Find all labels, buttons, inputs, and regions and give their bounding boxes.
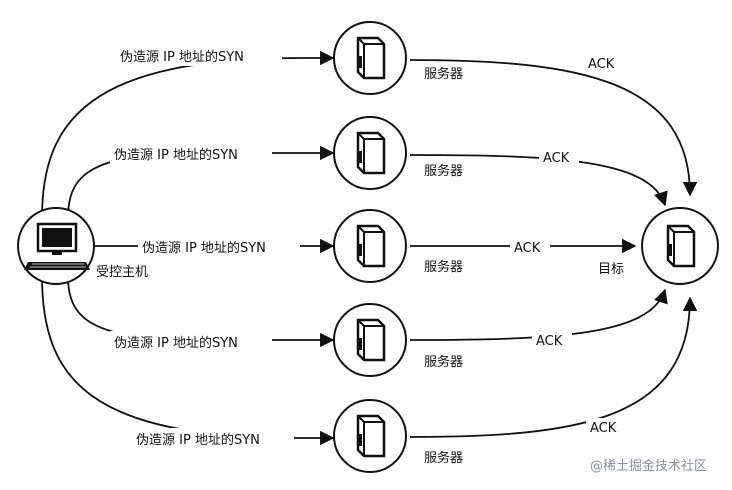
syn-edge-label: 伪造源 IP 地址的SYN — [114, 147, 238, 163]
ack-edge — [409, 59, 698, 197]
ack-edge-label: ACK — [543, 151, 570, 166]
server-label: 服务器 — [424, 354, 463, 370]
server-icon — [356, 414, 386, 458]
server-node: 服务器 — [333, 209, 463, 283]
ack-edge-label: ACK — [590, 421, 617, 436]
syn-edge — [67, 275, 335, 348]
server-icon — [356, 318, 386, 362]
syn-edge-label: 伪造源 IP 地址的SYN — [136, 432, 260, 448]
server-label: 服务器 — [424, 163, 463, 179]
server-icon — [356, 131, 386, 175]
server-node: 服务器 — [333, 21, 463, 95]
target-node: 目标 — [598, 207, 719, 285]
ack-edge-label: ACK — [514, 241, 541, 256]
ack-edges — [409, 59, 698, 438]
server-icon — [356, 224, 386, 268]
server-node: 服务器 — [333, 399, 463, 473]
controller-label: 受控主机 — [96, 265, 148, 280]
ack-edge — [409, 296, 698, 438]
server-icon — [666, 224, 696, 268]
ack-edge — [409, 154, 668, 207]
syn-edge-label: 伪造源 IP 地址的SYN — [120, 49, 244, 65]
server-icon — [356, 36, 386, 80]
server-node: 服务器 — [333, 303, 463, 377]
watermark: @稀土掘金技术社区 — [590, 458, 707, 474]
server-node: 服务器 — [333, 116, 463, 190]
server-label: 服务器 — [424, 259, 463, 275]
controller-node: 受控主机 — [17, 207, 148, 285]
target-label: 目标 — [598, 262, 624, 277]
ack-edge-label: ACK — [588, 57, 615, 72]
server-label: 服务器 — [424, 66, 463, 82]
ack-edge — [409, 288, 668, 341]
syn-edge — [41, 50, 335, 219]
server-label: 服务器 — [424, 450, 463, 466]
ack-labels: ACK ACK ACK ACK ACK — [510, 54, 626, 436]
computer-icon — [24, 222, 90, 270]
syn-edge-label: 伪造源 IP 地址的SYN — [142, 240, 266, 256]
syn-edge — [41, 275, 335, 446]
syn-edge-label: 伪造源 IP 地址的SYN — [114, 335, 238, 351]
syn-labels: 伪造源 IP 地址的SYN 伪造源 IP 地址的SYN 伪造源 IP 地址的SY… — [110, 44, 300, 450]
ack-edge-label: ACK — [536, 334, 563, 349]
